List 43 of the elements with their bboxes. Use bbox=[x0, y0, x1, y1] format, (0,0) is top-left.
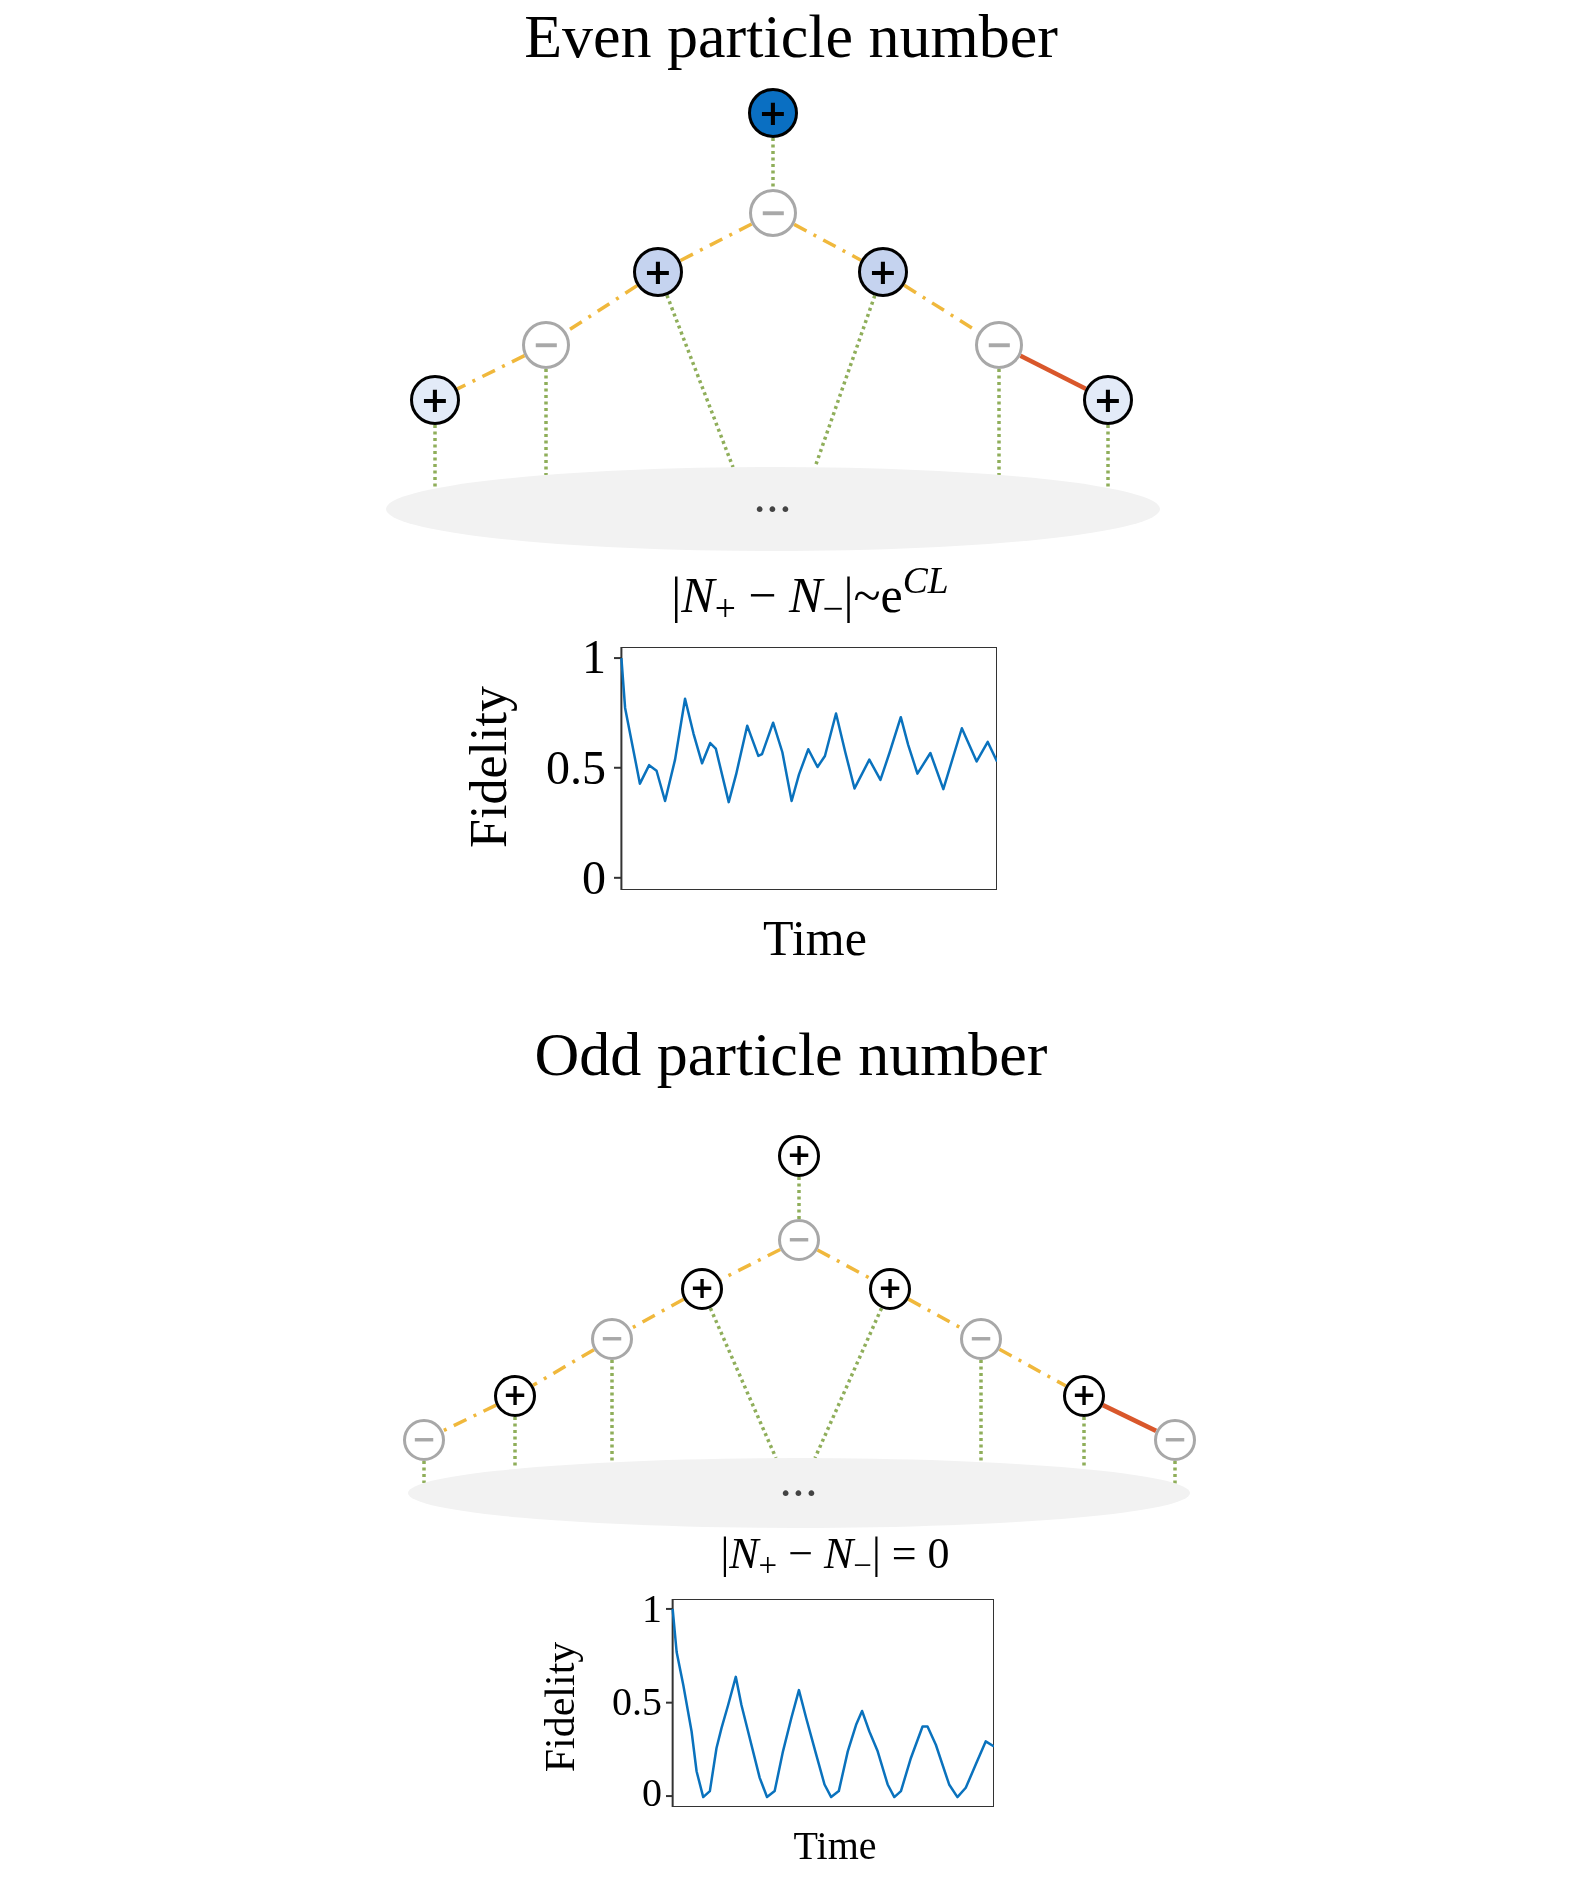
sign: + bbox=[502, 1381, 528, 1411]
axis-label: Fidelity bbox=[463, 686, 515, 848]
sign: − bbox=[531, 328, 561, 362]
tick-label: 0.5 bbox=[612, 1682, 662, 1722]
sign: − bbox=[599, 1324, 625, 1354]
tick-label: 1 bbox=[642, 1589, 662, 1629]
sign: − bbox=[786, 1225, 812, 1255]
sign: + bbox=[758, 95, 788, 131]
axis-label: Fidelity bbox=[539, 1641, 581, 1773]
connector-line bbox=[997, 369, 1001, 475]
tick-label: 0 bbox=[582, 854, 606, 902]
tick-label: 1 bbox=[582, 633, 606, 681]
sign: − bbox=[1162, 1425, 1188, 1455]
sign: − bbox=[758, 196, 788, 230]
connector-line bbox=[813, 295, 877, 468]
connector-line bbox=[797, 1177, 801, 1219]
axis-label: Time bbox=[793, 1826, 877, 1866]
sign: − bbox=[411, 1425, 437, 1455]
sign: + bbox=[1093, 382, 1123, 418]
connector-line bbox=[771, 138, 775, 189]
sign: − bbox=[968, 1324, 994, 1354]
connector-line bbox=[433, 425, 437, 489]
sign: + bbox=[643, 254, 673, 290]
formula: |N$_{+}$ − N$_{−}$| = 0 bbox=[720, 1532, 950, 1576]
sign: + bbox=[420, 382, 450, 418]
sign: + bbox=[689, 1274, 715, 1304]
sign: + bbox=[877, 1274, 903, 1304]
sign: + bbox=[786, 1141, 812, 1171]
connector-line bbox=[513, 1417, 517, 1469]
connector-line bbox=[422, 1461, 426, 1484]
connector-line bbox=[544, 369, 548, 475]
connector-line bbox=[1106, 425, 1110, 488]
connector-line bbox=[979, 1360, 983, 1462]
connector-line bbox=[1173, 1461, 1177, 1484]
sign: + bbox=[1071, 1381, 1097, 1411]
tick-label: 0.5 bbox=[546, 744, 606, 792]
sign: + bbox=[868, 254, 898, 290]
tick-label: 0 bbox=[642, 1773, 662, 1813]
ellipsis: ••• bbox=[779, 1483, 819, 1503]
axis-label: Time bbox=[763, 913, 867, 963]
ellipsis: ••• bbox=[753, 499, 793, 519]
connector-line bbox=[610, 1360, 614, 1463]
sign: − bbox=[984, 328, 1014, 362]
